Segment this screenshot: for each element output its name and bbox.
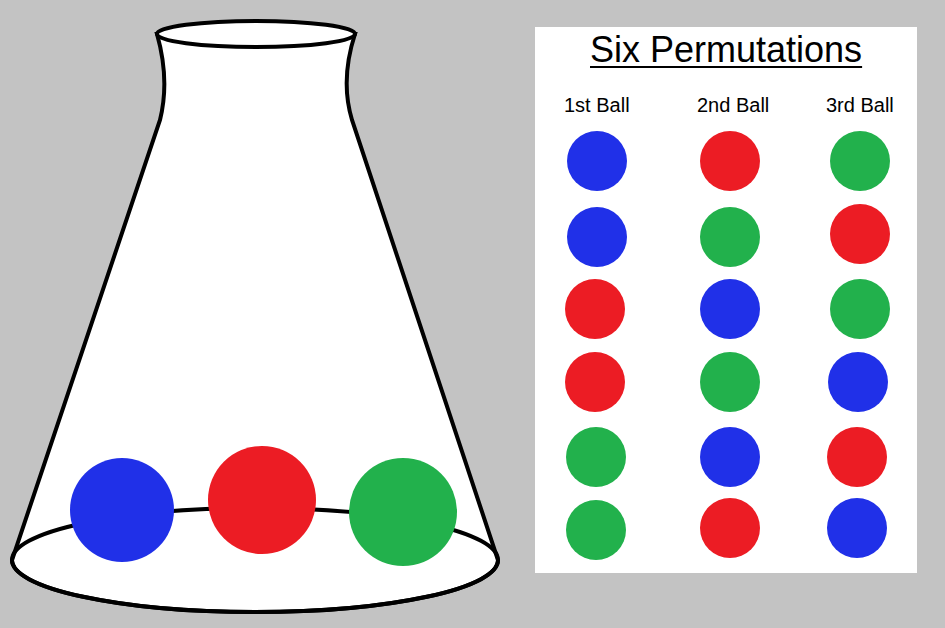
ball-dot (700, 352, 760, 412)
ball-dot (827, 498, 887, 558)
permutation-panel (535, 27, 917, 573)
ball-dot (566, 427, 626, 487)
ball-dot (566, 500, 626, 560)
ball-dot (565, 279, 625, 339)
ball-dot (700, 131, 760, 191)
column-header: 2nd Ball (697, 94, 769, 117)
ball-dot (828, 352, 888, 412)
flask-body (12, 34, 498, 612)
flask (12, 21, 498, 612)
column-header: 1st Ball (564, 94, 630, 117)
blue-ball (70, 458, 174, 562)
column-header: 3rd Ball (826, 94, 894, 117)
ball-dot (827, 427, 887, 487)
ball-dot (830, 204, 890, 264)
ball-dot (700, 498, 760, 558)
red-ball (208, 446, 316, 554)
ball-dot (700, 279, 760, 339)
flask-mouth (157, 21, 355, 47)
green-ball (349, 458, 457, 566)
ball-dot (567, 131, 627, 191)
ball-dot (830, 279, 890, 339)
panel-title: Six Permutations (590, 29, 862, 71)
permutation-grid (565, 131, 890, 560)
ball-dot (700, 427, 760, 487)
ball-dot (567, 207, 627, 267)
ball-dot (830, 131, 890, 191)
ball-dot (565, 352, 625, 412)
ball-dot (700, 207, 760, 267)
